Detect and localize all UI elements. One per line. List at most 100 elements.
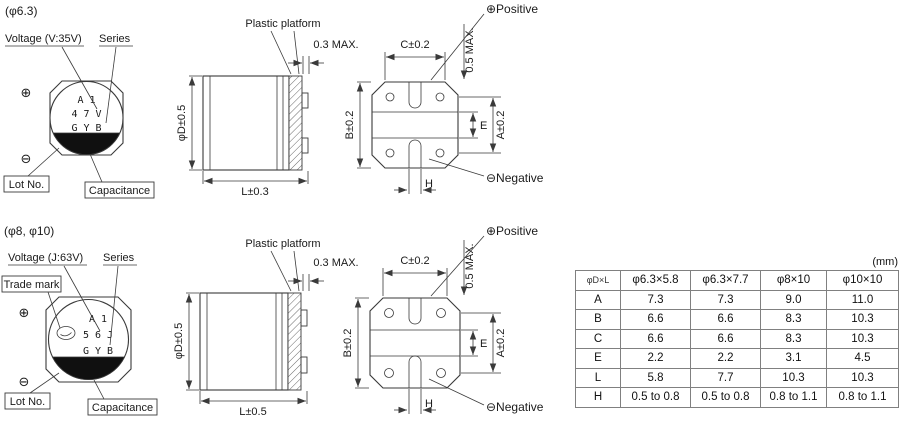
lot-leader-line [27,147,60,177]
extension-lines [408,169,422,194]
table-cell: 8.3 [760,309,827,330]
series-callout: Series [99,33,133,124]
lead-top [301,92,309,109]
row-label-cell: C [575,328,621,349]
lot-callout: Lot No. [3,147,60,193]
lot-leader-line [29,372,60,394]
size-label: (φ6.3) [5,4,37,18]
dim-a: A±0.2 [459,96,507,154]
marking-lot: A 1 [89,314,107,325]
table-cell: 3.1 [760,348,827,369]
dim-length: L±0.3 [202,171,309,198]
table-row-B: B 6.6 6.6 8.3 10.3 [575,309,899,330]
platform-leader-lines [270,250,300,292]
table-cell: 8.3 [760,328,827,349]
dim-e: E [461,329,487,357]
b-dim-label: B±0.2 [344,111,356,140]
voltage-label: Voltage (V:35V) [5,33,82,45]
table-cell: 10.3 [826,328,899,349]
table-cell: 0.8 to 1.1 [826,387,899,408]
lot-label-box [4,392,51,410]
can-body [202,75,290,171]
dimension-table-wrap: (mm) φD×L φ6.3×5.8 φ6.3×7.7 φ8×10 φ10×10… [575,256,899,408]
table-cell: 9.0 [760,289,827,310]
table-cell: 2.2 [620,348,691,369]
extension-lines [202,171,309,184]
table-row-A: A 7.3 7.3 9.0 11.0 [575,289,899,310]
minus-polarity-icon: ⊖ [21,151,32,166]
base-plate-outline [369,297,461,389]
extension-lines [408,389,422,414]
lead-bottom [301,137,309,154]
protrusion-dim-label: 0.3 MAX. [313,257,358,269]
trademark-leader-line [47,291,61,329]
extension-lines [459,111,478,139]
table-cell: 10.3 [826,367,899,388]
column-header-cell: φ6.3×5.8 [620,270,691,291]
capacitance-label-box [87,398,158,416]
can-rim-and-crimp-lines [206,293,283,390]
diameter-dim-label: φD±0.5 [173,323,185,359]
row-label-cell: E [575,348,621,369]
h-dim-label: H [425,398,433,410]
section-8-10: (φ8, φ10) A 1 5 6 J G Y B ⊕ ⊖ Voltage (J… [1,224,544,418]
top-view-8-10: A 1 5 6 J G Y B ⊕ ⊖ Voltage (J:63V) Seri… [1,252,158,416]
extension-lines [357,81,371,169]
lead-hole [384,308,394,318]
dim-b: B±0.2 [342,297,369,389]
side-view-8-10: Plastic platform 0.3 MAX. φD±0.5 L±0.5 [173,238,359,418]
voltage-callout: Voltage (V:35V) [5,33,98,110]
marking-capacitance-voltage: 4 7 V [71,109,101,120]
c-dim-label: C±0.2 [400,39,429,51]
negative-leader-line [428,378,485,406]
trademark-logo [56,326,76,340]
positive-label: ⊕Positive [486,2,538,16]
dimension-table: φD×L φ6.3×5.8 φ6.3×7.7 φ8×10 φ10×10 A 7.… [575,270,899,408]
lead-hole [435,92,445,102]
table-cell: 6.6 [690,328,761,349]
negative-terminal-slot [408,139,422,168]
positive-terminal-slot [408,298,422,325]
negative-leader-line [428,158,485,177]
table-cell: 7.7 [690,367,761,388]
platform-leader-lines [270,30,300,75]
table-cell: 6.6 [620,309,691,330]
length-dim-label: L±0.3 [241,186,268,198]
negative-callout: ⊖Negative [428,378,544,414]
section-6-3: (φ6.3) A 1 4 7 V G Y B ⊕ ⊖ Voltage (V:35… [3,2,544,199]
marking-series: G Y B [83,346,113,357]
row-label-cell: L [575,367,621,388]
column-header-cell: φ10×10 [826,270,899,291]
e-dim-label: E [480,338,487,350]
positive-leader-line [430,235,485,297]
capacitance-leader-line [93,379,105,400]
unit-label: (mm) [872,256,898,268]
dim-standoff: 0.5 MAX. [460,240,476,295]
platform-callout: Plastic platform [245,238,321,292]
table-cell: 10.3 [760,367,827,388]
length-dim-label: L±0.5 [239,406,266,418]
series-callout: Series [103,252,137,346]
capacitance-callout: Capacitance [87,379,158,416]
dim-standoff: 0.5 MAX. [460,24,476,79]
platform-label: Plastic platform [245,238,320,250]
dim-b: B±0.2 [344,81,371,169]
marking-capacitance-voltage: 5 6 J [83,330,113,341]
series-label: Series [99,33,131,45]
h-dim-label: H [425,178,433,190]
e-dim-label: E [480,120,487,132]
trademark-label-box [1,275,62,293]
negative-callout: ⊖Negative [428,158,544,185]
positive-terminal-slot [408,82,422,109]
side-view-6-3: Plastic platform 0.3 MAX. φD±0.5 L±0.3 [176,18,359,198]
extension-lines [355,297,369,389]
negative-polarity-mark [51,356,126,380]
negative-terminal-slot [408,355,422,388]
can-body [199,292,289,391]
dim-c: C±0.2 [382,255,448,296]
table-cell: 7.3 [690,289,761,310]
capacitance-label: Capacitance [92,402,153,414]
dim-a: A±0.2 [461,312,507,374]
